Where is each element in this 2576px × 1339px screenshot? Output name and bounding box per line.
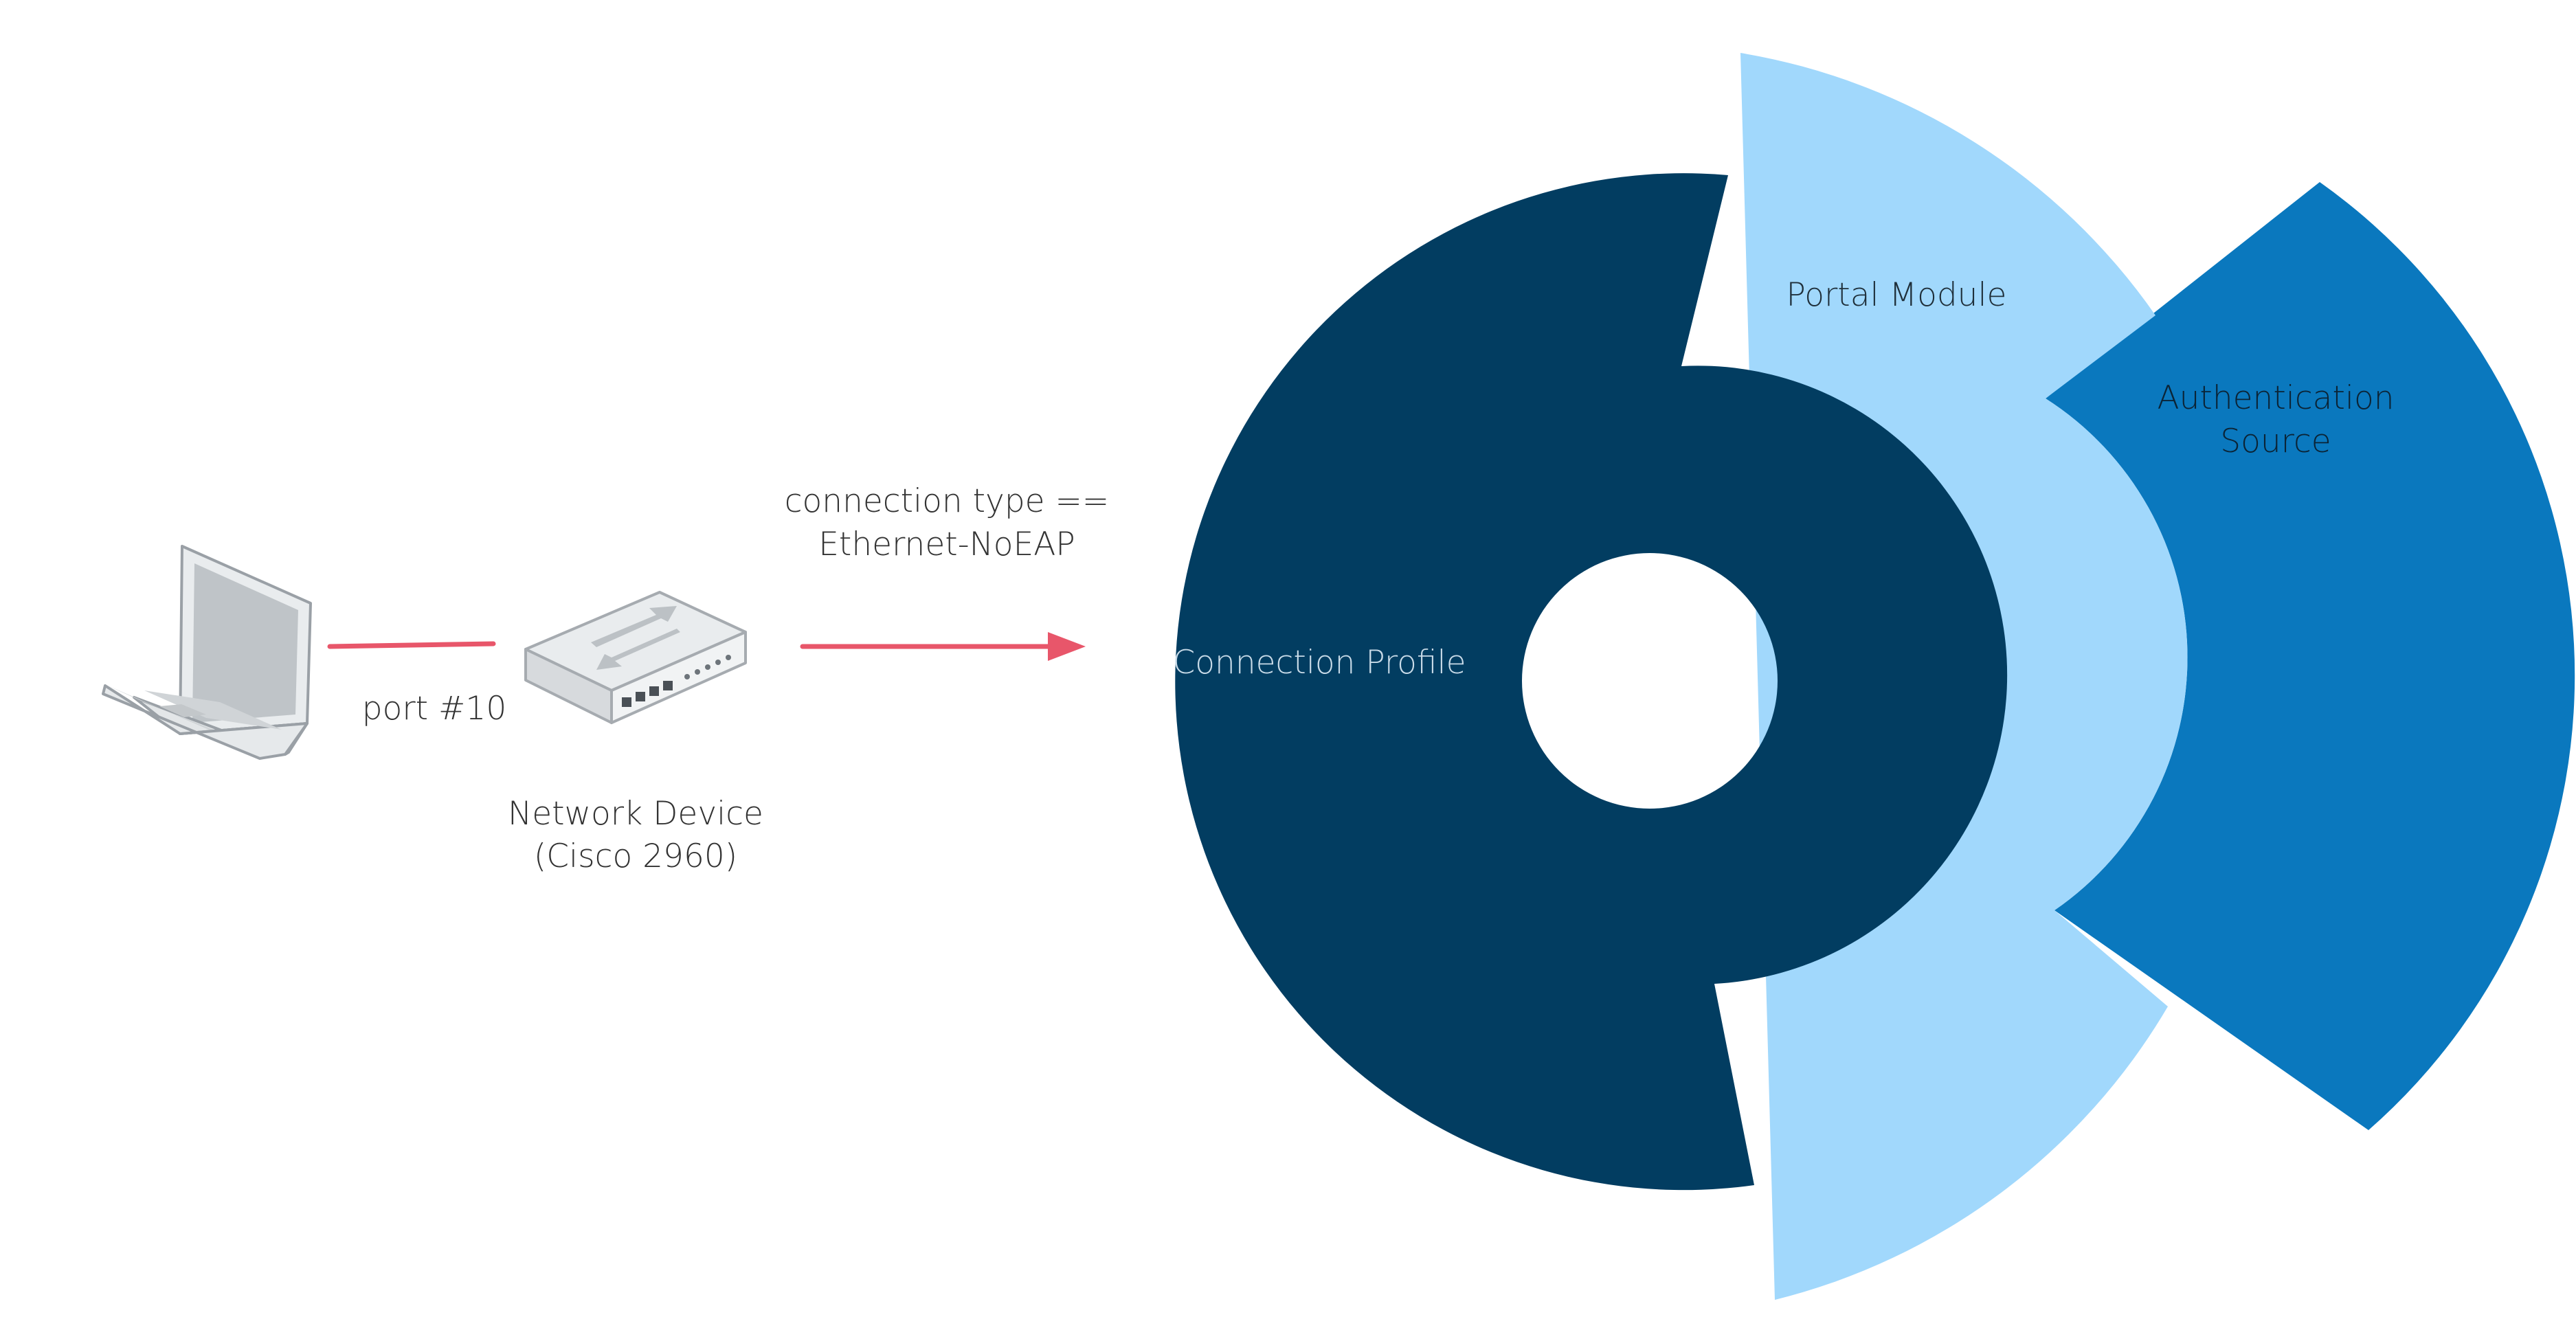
connection-condition-line1: connection type == [785, 482, 1110, 520]
laptop-link-line [327, 641, 496, 649]
laptop-icon [102, 545, 312, 760]
network-device-label: Network Device [508, 795, 763, 833]
network-device-model: (Cisco 2960) [534, 837, 737, 875]
authentication-source-segment [2046, 182, 2575, 1130]
connection-profile-ring [1175, 173, 2008, 1191]
authentication-source-label-line1: Authentication [2157, 379, 2394, 417]
connection-profile-label: Connection Profile [1172, 644, 1466, 682]
port-label: port #10 [362, 690, 506, 728]
connection-condition-line2: Ethernet-NoEAP [818, 526, 1075, 563]
portal-module-label: Portal Module [1787, 276, 2007, 314]
flow-arrow [800, 632, 1086, 661]
authentication-source-label-line2: Source [2220, 423, 2331, 460]
network-switch-icon [524, 591, 747, 724]
